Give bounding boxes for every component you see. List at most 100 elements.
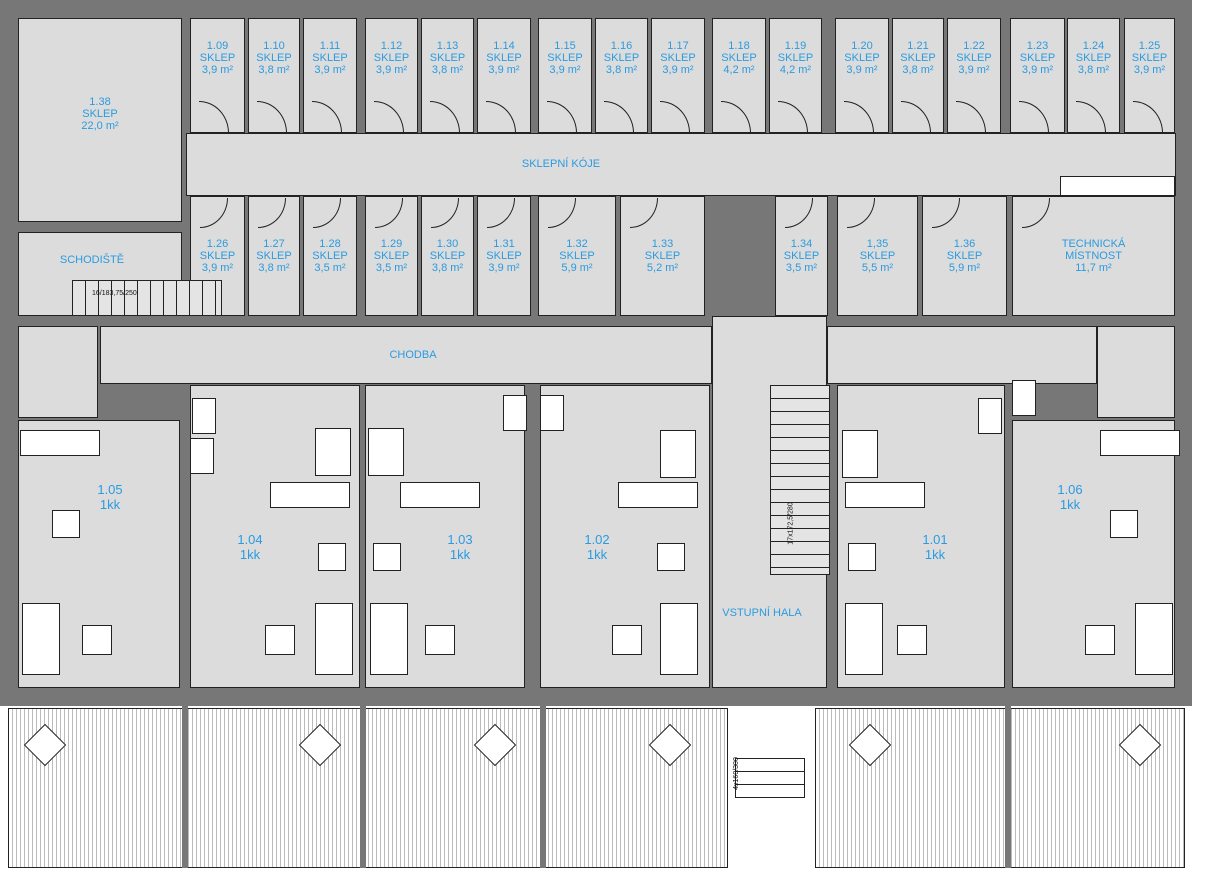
cellar-label-name: SKLEP <box>1019 52 1056 64</box>
cellar-label-name: SKLEP <box>486 250 522 262</box>
staircase-label: SCHODIŠTĚ <box>59 254 125 266</box>
apartment-label-number: 1.02 <box>584 532 610 547</box>
cellar-TECHNICKÁ <box>1012 196 1175 316</box>
cellar-label-area: 4,2 m² <box>779 64 812 76</box>
cellar-label-name: SKLEP <box>721 52 757 64</box>
cellar-label-area: 3,9 m² <box>549 64 581 76</box>
cellar-label-name: SKLEP <box>373 250 410 262</box>
cellar-label-number: 1.10 <box>263 40 285 52</box>
cellar-label-name: SKLEP <box>859 250 896 262</box>
cellar-1.34 <box>775 196 828 316</box>
cellar-label-number: 1.31 <box>493 238 515 250</box>
cellar-label-number: 1.34 <box>790 238 813 250</box>
big-cellar-label-area: 22,0 m² <box>81 120 119 132</box>
cellar-label-name: SKLEP <box>429 52 466 64</box>
cellar-label-number: 1.36 <box>953 238 976 250</box>
cellar-label-area: 3,9 m² <box>375 64 408 76</box>
kitchen-counter-icon <box>400 482 480 508</box>
kitchen-counter-icon <box>20 430 100 456</box>
bathroom-1-06 <box>1097 326 1175 418</box>
cellar-label-number: 1.18 <box>728 40 750 52</box>
cellar-label-name: SKLEP <box>900 52 936 64</box>
dining-table-icon <box>657 543 685 571</box>
wardrobe-icon <box>192 398 216 434</box>
cellar-label-area: 3,9 m² <box>201 64 234 76</box>
apartment-label-type: 1kk <box>449 547 471 562</box>
cellar-label-area: 5,2 m² <box>646 262 679 274</box>
kitchen-counter-icon <box>1100 430 1180 456</box>
cellar-label-area: 3,9 m² <box>1021 64 1054 76</box>
cellar-label-number: 1.09 <box>206 40 229 52</box>
cellar-label-number: TECHNICKÁ <box>1061 238 1126 250</box>
cellar-label-name: SKLEP <box>256 250 292 262</box>
cellar-label-number: 1.28 <box>319 238 341 250</box>
cellar-label-name: SKLEP <box>312 52 348 64</box>
corridor-right <box>827 326 1097 384</box>
cellar-label-area: 3,8 m² <box>605 64 638 76</box>
coffee-table-icon <box>1085 625 1115 655</box>
kitchen-counter-icon <box>270 482 350 508</box>
apartment-label-number: 1.05 <box>97 482 123 497</box>
cellar-label-name: MÍSTNOST <box>1065 250 1122 262</box>
cellar-label-number: 1.16 <box>610 40 633 52</box>
cellar-label-area: 11,7 m² <box>1075 262 1112 274</box>
cellar-label-area: 3,5 m² <box>375 262 408 274</box>
cellar-label-area: 3,8 m² <box>258 64 290 76</box>
cellar-label-number: 1.12 <box>380 40 403 52</box>
cellar-1,35 <box>837 196 918 316</box>
cellar-label-number: 1.17 <box>667 40 689 52</box>
big-cellar-label-name: SKLEP <box>82 108 118 120</box>
shower-icon <box>842 430 878 478</box>
cellar-label-name: SKLEP <box>373 52 410 64</box>
cellar-label-name: SKLEP <box>199 52 236 64</box>
cellar-label-area: 3,9 m² <box>314 64 346 76</box>
cellar-label-number: 1.33 <box>651 238 674 250</box>
cellar-label-area: 5,9 m² <box>948 262 981 274</box>
cellar-1.32 <box>538 196 616 316</box>
room-1-38 <box>18 18 182 222</box>
apartment-label-number: 1.03 <box>447 532 473 547</box>
cellar-label-number: 1.32 <box>566 238 588 250</box>
wardrobe-icon <box>1012 380 1036 416</box>
terrace-divider <box>182 706 188 868</box>
sofa-icon <box>660 603 698 675</box>
coffee-table-icon <box>612 625 642 655</box>
corridor <box>100 326 712 384</box>
cellar-label-number: 1.27 <box>263 238 285 250</box>
cellar-label-area: 3,5 m² <box>785 262 818 274</box>
entrance-stair-note: 4x160/300 <box>732 757 740 790</box>
cellar-label-name: SKLEP <box>956 52 992 64</box>
wardrobe-icon <box>540 395 564 431</box>
shower-icon <box>368 428 404 476</box>
coffee-table-icon <box>425 625 455 655</box>
dining-table-icon <box>373 543 401 571</box>
cellar-label-number: 1.22 <box>963 40 985 52</box>
cellar-label-name: SKLEP <box>644 250 681 262</box>
coffee-table-icon <box>897 625 927 655</box>
cellar-label-area: 3,8 m² <box>1077 64 1110 76</box>
cellar-label-name: SKLEP <box>559 250 595 262</box>
cellar-label-name: SKLEP <box>603 52 640 64</box>
cellar-label-area: 3,9 m² <box>662 64 694 76</box>
cellar-1.33 <box>620 196 705 316</box>
apartment-label-type: 1kk <box>99 497 121 512</box>
cellar-corridor-label: SKLEPNÍ KÓJE <box>521 158 601 170</box>
